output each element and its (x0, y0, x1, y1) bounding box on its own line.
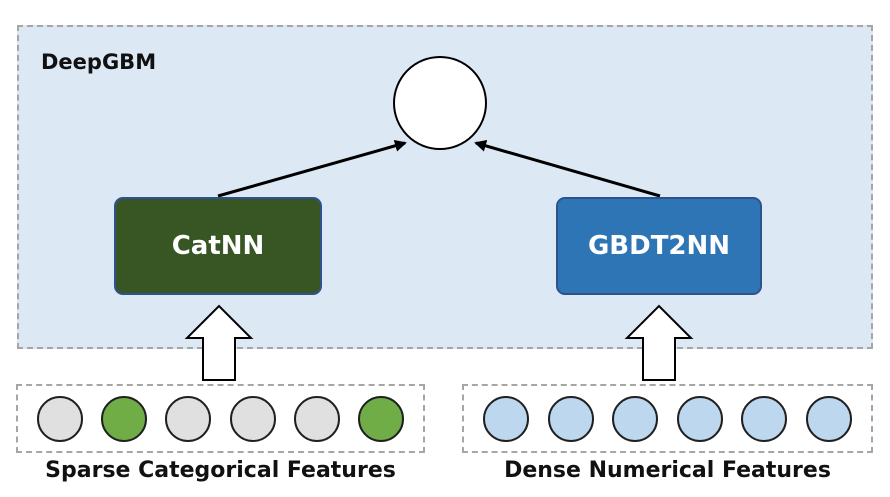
sparse-feature-node (229, 395, 276, 442)
dense-to-gbdt2nn-arrow (624, 304, 694, 381)
container-label: DeepGBM (41, 50, 157, 74)
sparse-feature-node (37, 395, 84, 442)
dense-feature-node (483, 395, 530, 442)
output-node (393, 56, 487, 150)
sparse-feature-node (357, 395, 404, 442)
catnn-label: CatNN (171, 231, 265, 261)
sparse-feature-node (101, 395, 148, 442)
catnn-to-output-arrow (217, 139, 407, 198)
gbdt2nn-label: GBDT2NN (587, 231, 731, 261)
gbdt2nn-to-output-arrow (474, 140, 661, 198)
dense-feature-node (741, 395, 788, 442)
dense-feature-node (676, 395, 723, 442)
catnn-module: CatNN (114, 197, 322, 295)
dense-feature-node (547, 395, 594, 442)
gbdt2nn-module: GBDT2NN (556, 197, 762, 295)
sparse-to-catnn-arrow (184, 304, 254, 381)
dense-feature-group (462, 384, 873, 453)
dense-features-label: Dense Numerical Features (504, 458, 831, 483)
dense-feature-node (612, 395, 659, 442)
sparse-features-label: Sparse Categorical Features (45, 458, 396, 483)
sparse-feature-group (16, 384, 425, 453)
sparse-feature-node (165, 395, 212, 442)
sparse-feature-node (293, 395, 340, 442)
dense-feature-node (805, 395, 852, 442)
